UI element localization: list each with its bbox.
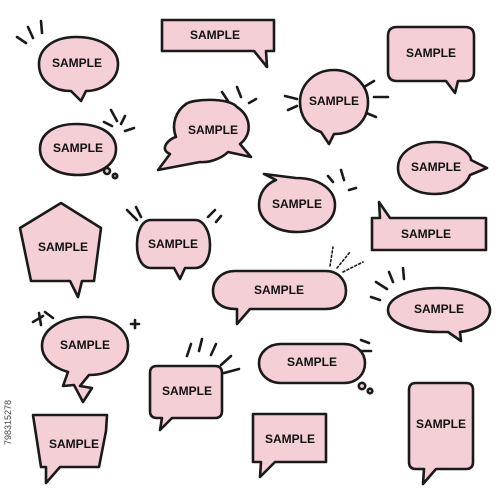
speech-bubble-1: SAMPLE bbox=[15, 19, 120, 103]
bubble-7-label: SAMPLE bbox=[411, 160, 461, 174]
bubble-1-label: SAMPLE bbox=[52, 56, 102, 70]
bubble-5-label: SAMPLE bbox=[188, 123, 238, 137]
bubble-12-label: SAMPLE bbox=[254, 283, 304, 297]
bubble-10-label: SAMPLE bbox=[148, 237, 198, 251]
speech-bubble-17: SAMPLE bbox=[407, 381, 475, 486]
speech-bubble-13: SAMPLE bbox=[369, 266, 492, 343]
bubble-2-label: SAMPLE bbox=[190, 28, 240, 42]
speech-bubble-18: SAMPLE bbox=[31, 413, 109, 485]
bubble-18-label: SAMPLE bbox=[49, 437, 99, 451]
bubble-14-label: SAMPLE bbox=[60, 338, 110, 352]
bubble-13-label: SAMPLE bbox=[414, 302, 464, 316]
speech-bubble-10: SAMPLE bbox=[125, 205, 223, 281]
speech-bubble-19: SAMPLE bbox=[251, 412, 328, 479]
bubble-11-label: SAMPLE bbox=[401, 227, 451, 241]
speech-bubble-5: SAMPLE bbox=[156, 85, 258, 172]
speech-bubble-11: SAMPLE bbox=[370, 200, 488, 252]
speech-bubble-8: SAMPLE bbox=[257, 168, 358, 234]
bubble-15-label: SAMPLE bbox=[162, 384, 212, 398]
bubble-19-label: SAMPLE bbox=[265, 432, 315, 446]
speech-bubble-9: SAMPLE bbox=[18, 201, 103, 299]
speech-bubble-3: SAMPLE bbox=[386, 25, 476, 95]
speech-bubble-16: SAMPLE bbox=[257, 338, 374, 395]
bubble-8-label: SAMPLE bbox=[272, 197, 322, 211]
stock-id-watermark: 798315278 bbox=[3, 400, 13, 445]
speech-bubble-4: SAMPLE bbox=[283, 68, 390, 146]
bubble-9-label: SAMPLE bbox=[38, 240, 88, 254]
speech-bubble-12: SAMPLE bbox=[211, 246, 364, 326]
bubble-6-label: SAMPLE bbox=[53, 141, 103, 155]
speech-bubble-7: SAMPLE bbox=[396, 140, 489, 196]
bubble-3-label: SAMPLE bbox=[406, 46, 456, 60]
speech-bubble-6: SAMPLE bbox=[38, 108, 136, 180]
speech-bubble-15: SAMPLE bbox=[148, 337, 241, 432]
bubble-17-label: SAMPLE bbox=[416, 417, 466, 431]
bubble-16-label: SAMPLE bbox=[287, 355, 337, 369]
speech-bubble-14: SAMPLE bbox=[31, 310, 141, 404]
bubble-4-label: SAMPLE bbox=[309, 94, 359, 108]
speech-bubble-2: SAMPLE bbox=[160, 18, 276, 69]
